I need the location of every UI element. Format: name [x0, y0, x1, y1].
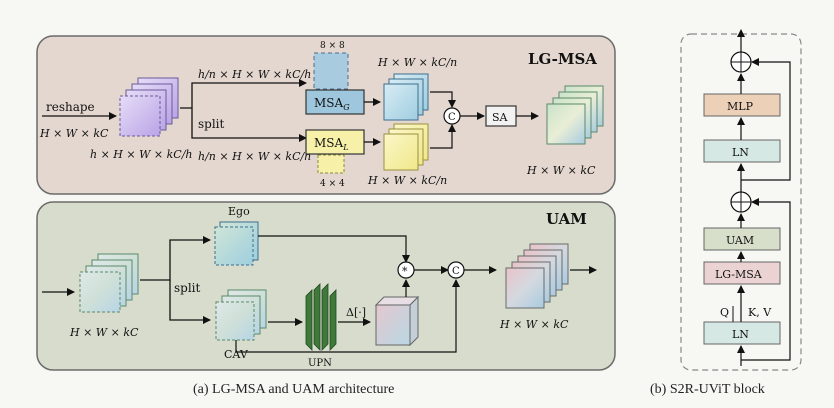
svg-text:LN: LN	[732, 328, 749, 341]
svg-text:SA: SA	[492, 111, 509, 124]
out-l-dim: H × W × kC/n	[367, 174, 447, 187]
cav-feature-stack	[215, 289, 267, 341]
lgmsa-block-box: LG-MSA	[703, 261, 781, 285]
concat-node-uam: C	[447, 261, 465, 279]
cav-label: CAV	[224, 348, 249, 361]
lgmsa-panel: LG-MSA reshape H × W × kC h × H × W × kC…	[36, 35, 616, 195]
delta-label: Δ[·]	[346, 306, 366, 319]
local-output-stack	[383, 123, 429, 171]
uam-input-dim: H × W × kC	[69, 326, 139, 339]
split-label: split	[198, 117, 225, 131]
uam-output-stack	[505, 243, 569, 309]
svg-text:C: C	[448, 112, 456, 123]
ego-feature-stack	[214, 221, 259, 266]
svg-text:MLP: MLP	[727, 100, 754, 113]
delta-map	[374, 295, 420, 347]
svg-text:UAM: UAM	[726, 234, 754, 247]
reshape-label: reshape	[46, 100, 95, 114]
msa-local-box: MSAL	[305, 129, 365, 155]
mlp-box: MLP	[703, 93, 781, 117]
kv-label: K, V	[748, 306, 772, 319]
add-node-top	[730, 51, 752, 73]
ego-label: Ego	[228, 205, 250, 218]
upn-network	[305, 283, 337, 351]
svg-text:C: C	[452, 266, 460, 277]
lgmsa-title: LG-MSA	[528, 50, 597, 68]
caption-left: (a) LG-MSA and UAM architecture	[193, 382, 394, 397]
global-output-stack	[383, 73, 429, 121]
uam-split-label: split	[174, 281, 201, 295]
svg-text:MSAL: MSAL	[314, 136, 349, 152]
lgmsa-output-stack	[546, 85, 604, 145]
s2r-uvit-block: LN Q K, V LG-MSA UAM LN MLP	[680, 29, 802, 371]
uam-output-dim: H × W × kC	[499, 318, 569, 331]
window-l-label: 4 × 4	[320, 179, 345, 189]
lgmsa-output-dim: H × W × kC	[526, 164, 596, 177]
svg-text:LN: LN	[732, 146, 749, 159]
reshaped-dim-label: h × H × W × kC/h	[90, 148, 193, 161]
caption-right: (b) S2R-UViT block	[650, 382, 765, 397]
svg-text:LG-MSA: LG-MSA	[715, 268, 763, 281]
q-label: Q	[720, 306, 729, 319]
uam-title: UAM	[546, 210, 587, 228]
global-window-box	[313, 52, 349, 90]
ln-bottom-box: LN	[703, 321, 781, 345]
uam-input-stack	[79, 253, 139, 313]
uam-block-box: UAM	[703, 227, 781, 251]
branch-l-dim: h/n × H × W × kC/h	[198, 150, 311, 163]
svg-text:MSAG: MSAG	[314, 96, 350, 112]
multiply-node: *	[397, 261, 415, 279]
ln-top-box: LN	[703, 139, 781, 163]
window-g-label: 8 × 8	[320, 41, 345, 51]
svg-text:*: *	[402, 265, 408, 278]
upn-label: UPN	[308, 358, 332, 369]
input-dim-label: H × W × kC	[39, 127, 109, 140]
msa-global-box: MSAG	[305, 89, 365, 115]
local-window-box	[317, 154, 345, 174]
concat-node-lgmsa: C	[443, 107, 461, 125]
reshaped-feature-stack	[119, 77, 179, 137]
out-g-dim: H × W × kC/n	[377, 56, 457, 69]
branch-g-dim: h/n × H × W × kC/h	[198, 68, 311, 81]
sa-box: SA	[485, 105, 517, 127]
uam-panel: UAM H × W × kC split Ego CAV	[36, 201, 616, 371]
add-node-bottom	[730, 191, 752, 213]
